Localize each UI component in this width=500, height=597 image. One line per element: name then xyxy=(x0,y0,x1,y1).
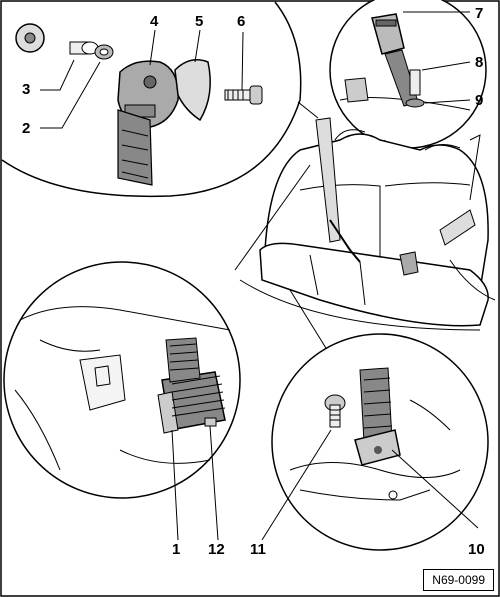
retractor-bolt xyxy=(204,417,217,427)
detail-lower-anchor xyxy=(261,333,489,551)
cover-cap-icon xyxy=(15,23,45,53)
callout-1: 1 xyxy=(172,541,181,558)
spacer-bushing-icon xyxy=(69,41,99,55)
callout-5: 5 xyxy=(195,13,204,30)
figure-reference-label: N69-0099 xyxy=(423,569,494,591)
buckle-bolt xyxy=(409,69,421,96)
detail-upper-anchor xyxy=(1,1,302,198)
callout-11: 11 xyxy=(250,541,266,558)
callout-9: 9 xyxy=(475,92,484,109)
callout-6: 6 xyxy=(237,13,246,30)
callout-8: 8 xyxy=(475,54,484,71)
belt-anchor-icon xyxy=(117,60,179,186)
callout-10: 10 xyxy=(468,541,485,558)
callout-2: 2 xyxy=(22,120,31,137)
callout-4: 4 xyxy=(150,13,159,30)
trim-cover xyxy=(174,59,211,122)
belt-retractor-icon xyxy=(157,337,226,434)
seat-bench-icon xyxy=(239,117,496,331)
detail-retractor xyxy=(3,261,241,541)
callout-3: 3 xyxy=(22,81,31,98)
callout-7: 7 xyxy=(475,5,484,22)
bolt-icon xyxy=(224,85,263,105)
detail-buckle xyxy=(329,0,487,186)
washer-icon xyxy=(94,44,114,60)
buckle-icon xyxy=(371,13,419,107)
anchor-bolt xyxy=(324,394,346,428)
callout-12: 12 xyxy=(208,541,225,558)
